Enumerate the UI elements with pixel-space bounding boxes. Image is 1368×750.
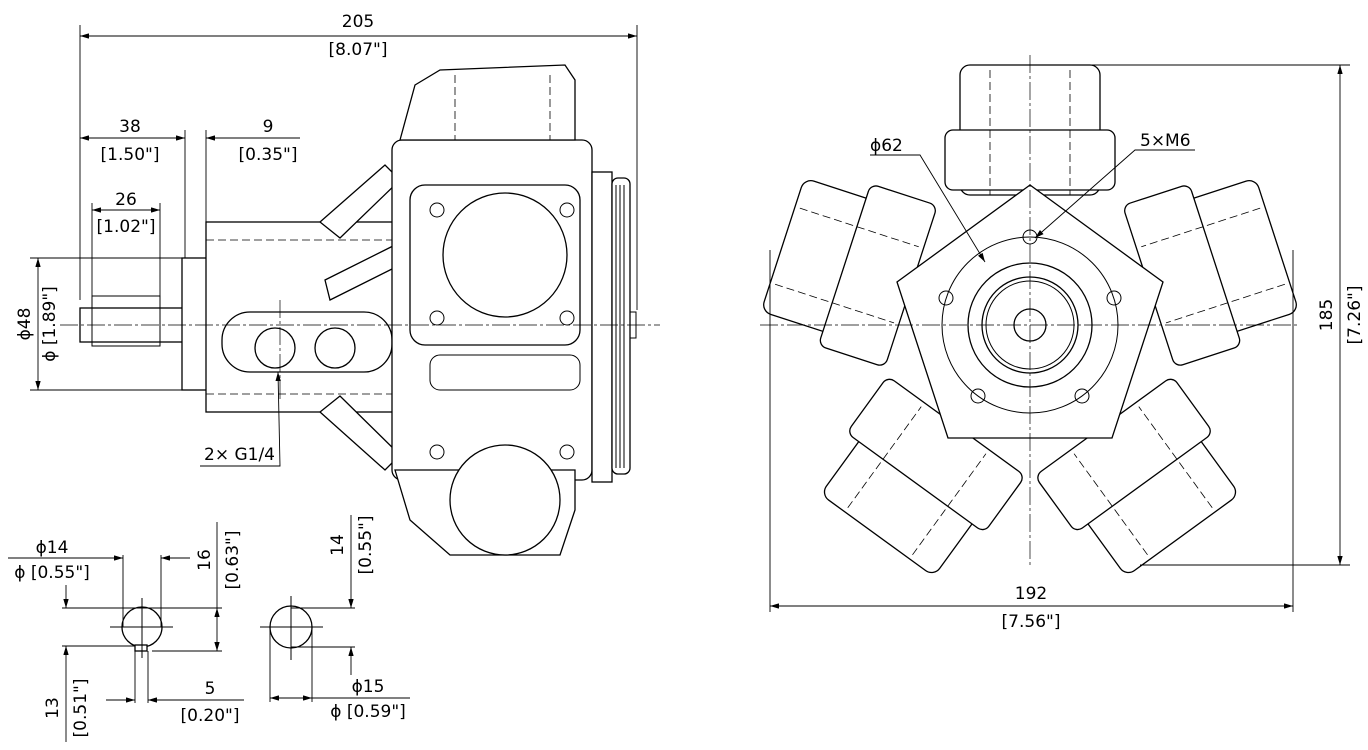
dim-width-in: [7.56"]: [1002, 612, 1061, 632]
cylinder-bore-lower: [449, 444, 561, 556]
dim-keyed-diameter: ϕ14: [36, 538, 69, 558]
dim-width: 192: [1015, 584, 1047, 604]
dim-keyed-offset-in: [0.51"]: [71, 679, 91, 738]
dim-height-in: [7.26"]: [1345, 286, 1365, 345]
bolt-circle-label: ϕ62: [870, 136, 903, 156]
dim-overall-length-in: [8.07"]: [329, 40, 388, 60]
dim-keyed-offset: 13: [43, 697, 63, 719]
dim-keyed-height: 16: [195, 549, 215, 571]
dim-pilot-diameter: ϕ48: [15, 308, 35, 341]
front-view: [760, 55, 1300, 574]
dim-height: 185: [1317, 299, 1337, 331]
cylinder-bore-upper: [442, 192, 568, 318]
dim-keyed-diameter-in: ϕ [0.55"]: [14, 563, 90, 583]
ports-label: 2× G1/4: [204, 445, 275, 465]
threads-label: 5×M6: [1140, 131, 1191, 151]
dim-keyed-height-in: [0.63"]: [223, 531, 243, 590]
dim-plain-diameter: ϕ15: [352, 677, 385, 697]
dim-plain-height: 14: [328, 534, 348, 556]
shaft-key: [91, 295, 161, 347]
dim-key-length-in: [1.02"]: [97, 217, 156, 237]
keyed-shaft-section: ϕ14 ϕ [0.55"] 16 [0.63"] 13 [0.51"] 5 [0…: [8, 522, 244, 742]
dim-key-length: 26: [115, 190, 137, 210]
dim-flange-offset: 9: [263, 117, 274, 137]
dim-overall-length: 205: [342, 12, 374, 32]
dim-key-width: 5: [205, 679, 216, 699]
side-view: 205 [8.07"] 38 [1.50"] 9 [0.35"] 26 [1.0…: [15, 12, 660, 556]
dim-pilot-diameter-in: ϕ [1.89"]: [40, 286, 60, 362]
plain-shaft-section: 14 [0.55"] ϕ15 ϕ [0.59"]: [260, 515, 410, 722]
dim-flange-offset-in: [0.35"]: [239, 145, 298, 165]
port-2: [314, 327, 356, 369]
dim-plain-height-in: [0.55"]: [356, 516, 376, 575]
pilot-flange: [181, 257, 209, 391]
front-view-dims: ϕ62 5×M6 185 [7.26"] 192 [7.56"]: [769, 64, 1365, 632]
dim-shaft-length: 38: [119, 117, 141, 137]
dim-plain-diameter-in: ϕ [0.59"]: [330, 702, 406, 722]
gear-ring: [611, 177, 631, 475]
dim-shaft-length-in: [1.50"]: [101, 145, 160, 165]
port-1: [254, 327, 296, 369]
port-strip: [221, 311, 393, 373]
top-cylinder-side: [399, 64, 576, 141]
dim-key-width-in: [0.20"]: [181, 706, 240, 726]
